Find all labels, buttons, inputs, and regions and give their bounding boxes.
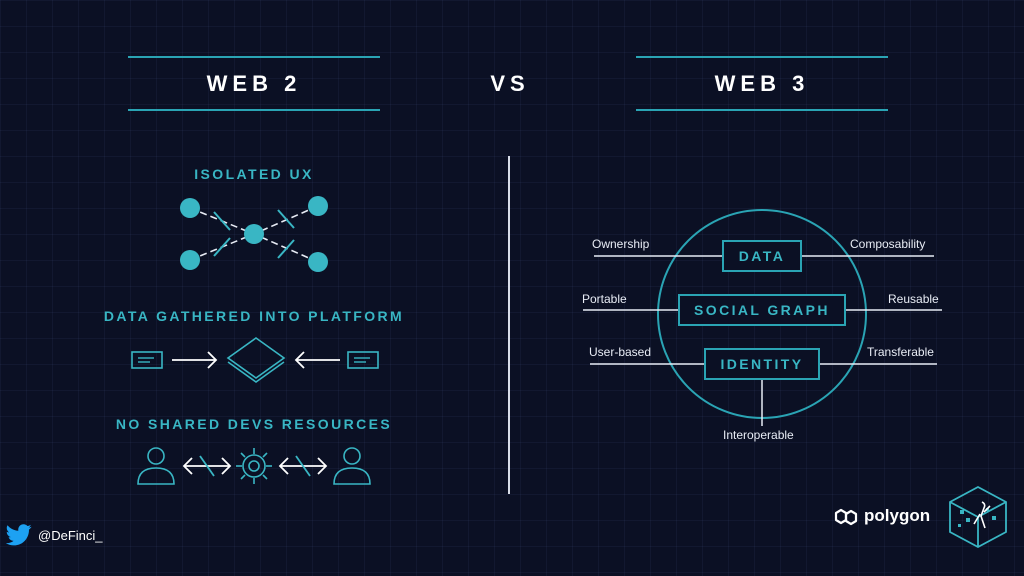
center-divider: [508, 156, 510, 494]
label-reusable: Reusable: [888, 292, 939, 306]
node-circle: [308, 252, 328, 272]
node-circle: [244, 224, 264, 244]
web3-header-rule-top: [636, 56, 888, 58]
data-gathered-diagram: [131, 337, 379, 383]
box-data: DATA: [722, 240, 802, 272]
label-composability: Composability: [850, 237, 926, 251]
arrow-right-icon: [172, 351, 218, 369]
twitter-bird-icon: [6, 524, 32, 546]
twitter-handle[interactable]: @DeFinci_: [38, 528, 103, 543]
document-icon: [347, 351, 379, 369]
box-social-graph: SOCIAL GRAPH: [678, 294, 846, 326]
gear-icon: [236, 448, 272, 484]
arrow-double-blocked-icon: [182, 455, 232, 477]
node-circle: [180, 198, 200, 218]
node-circle: [180, 250, 200, 270]
node-circle: [308, 196, 328, 216]
section-isolated-ux-title: ISOLATED UX: [194, 166, 314, 182]
isolated-ux-diagram: [180, 196, 328, 272]
person-icon: [137, 447, 175, 485]
web2-header-rule-top: [128, 56, 380, 58]
arrow-double-blocked-icon: [278, 455, 328, 477]
polygon-logo-icon: [834, 508, 858, 526]
web3-title: WEB 3: [714, 71, 810, 96]
label-interoperable: Interoperable: [723, 428, 794, 442]
label-user-based: User-based: [589, 345, 652, 359]
person-icon: [333, 447, 371, 485]
web2-header-rule-bottom: [128, 109, 380, 111]
section-data-gathered-title: DATA GATHERED INTO PLATFORM: [103, 308, 405, 324]
arrow-left-icon: [294, 351, 340, 369]
box-identity: IDENTITY: [704, 348, 820, 380]
document-icon: [131, 351, 163, 369]
label-ownership: Ownership: [592, 237, 650, 251]
vs-label: VS: [490, 71, 530, 96]
web3-header-rule-bottom: [636, 109, 888, 111]
polygon-brand-name: polygon: [864, 506, 931, 525]
no-shared-devs-diagram: [137, 447, 371, 485]
label-transferable: Transferable: [867, 345, 934, 359]
web2-title: WEB 2: [206, 71, 302, 96]
platform-diamond-icon: [226, 337, 286, 383]
label-portable: Portable: [582, 292, 627, 306]
cube-logo-icon: [949, 485, 1007, 549]
section-no-shared-devs-title: NO SHARED DEVS RESOURCES: [115, 416, 393, 432]
